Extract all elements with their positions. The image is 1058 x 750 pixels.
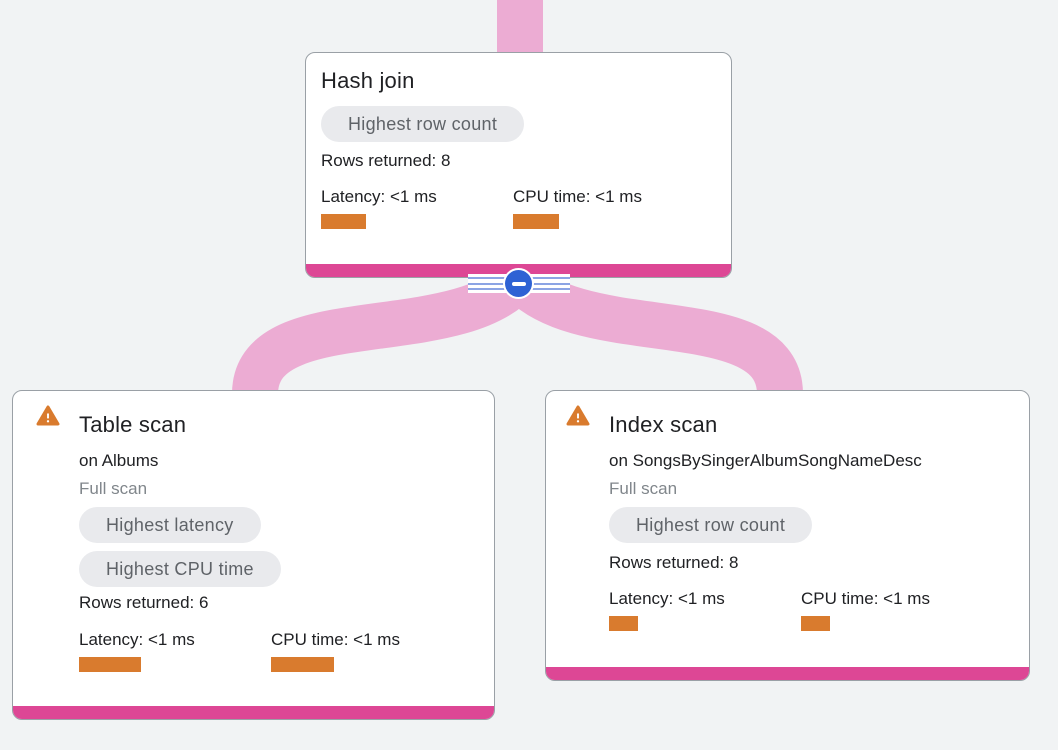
latency-metric: Latency: <1 ms (321, 187, 513, 229)
badge-row: Highest latency (79, 507, 479, 543)
edge-to-parent (497, 0, 543, 56)
rows-returned-text: Rows returned: 8 (321, 151, 451, 170)
collapse-children-button[interactable] (505, 270, 532, 297)
latency-bar (609, 616, 638, 631)
rows-returned-text: Rows returned: 6 (79, 593, 209, 612)
latency-label: Latency: <1 ms (609, 589, 725, 608)
status-badge: Highest latency (79, 507, 261, 543)
scan-type: Full scan (79, 479, 148, 498)
scan-target: on Albums (79, 451, 159, 470)
warning-icon (566, 405, 590, 426)
node-title: Table scan (79, 412, 187, 437)
edge-right-child (501, 261, 803, 397)
cpu-bar (801, 616, 830, 631)
cpu-metric: CPU time: <1 ms (801, 589, 1014, 631)
cpu-bar (271, 657, 334, 672)
cpu-metric: CPU time: <1 ms (271, 630, 479, 672)
cpu-label: CPU time: <1 ms (801, 589, 930, 608)
latency-metric: Latency: <1 ms (609, 589, 801, 631)
node-card-hash-join[interactable]: Hash join Highest row count Rows returne… (305, 52, 732, 278)
card-content: Hash join Highest row count Rows returne… (306, 53, 731, 229)
latency-metric: Latency: <1 ms (79, 630, 271, 672)
card-content: Index scan on SongsBySingerAlbumSongName… (546, 391, 1029, 631)
card-content: Table scan on Albums Full scan Highest l… (13, 391, 494, 672)
badge-row: Highest row count (321, 106, 716, 142)
node-card-table-scan[interactable]: Table scan on Albums Full scan Highest l… (12, 390, 495, 720)
status-badge: Highest CPU time (79, 551, 281, 587)
cpu-label: CPU time: <1 ms (271, 630, 400, 649)
latency-bar (321, 214, 366, 229)
status-badge: Highest row count (609, 507, 813, 543)
rows-returned-text: Rows returned: 8 (609, 553, 739, 572)
metrics-row: Latency: <1 ms CPU time: <1 ms (609, 589, 1014, 631)
badge-row: Highest row count (609, 507, 1014, 543)
status-badge: Highest row count (321, 106, 525, 142)
metrics-row: Latency: <1 ms CPU time: <1 ms (321, 187, 716, 229)
latency-label: Latency: <1 ms (79, 630, 195, 649)
warning-icon (36, 405, 60, 426)
node-title: Hash join (321, 68, 415, 93)
node-title: Index scan (609, 412, 718, 437)
metrics-row: Latency: <1 ms CPU time: <1 ms (79, 630, 479, 672)
cpu-label: CPU time: <1 ms (513, 187, 642, 206)
cpu-metric: CPU time: <1 ms (513, 187, 716, 229)
latency-bar (79, 657, 141, 672)
scan-type: Full scan (609, 479, 678, 498)
card-accent-bar (13, 706, 494, 719)
badge-row: Highest CPU time (79, 551, 479, 587)
latency-label: Latency: <1 ms (321, 187, 437, 206)
node-card-index-scan[interactable]: Index scan on SongsBySingerAlbumSongName… (545, 390, 1030, 681)
minus-icon (511, 281, 526, 286)
scan-target: on SongsBySingerAlbumSongNameDesc (609, 451, 922, 470)
card-accent-bar (546, 667, 1029, 680)
cpu-bar (513, 214, 559, 229)
edge-left-child (232, 261, 537, 397)
